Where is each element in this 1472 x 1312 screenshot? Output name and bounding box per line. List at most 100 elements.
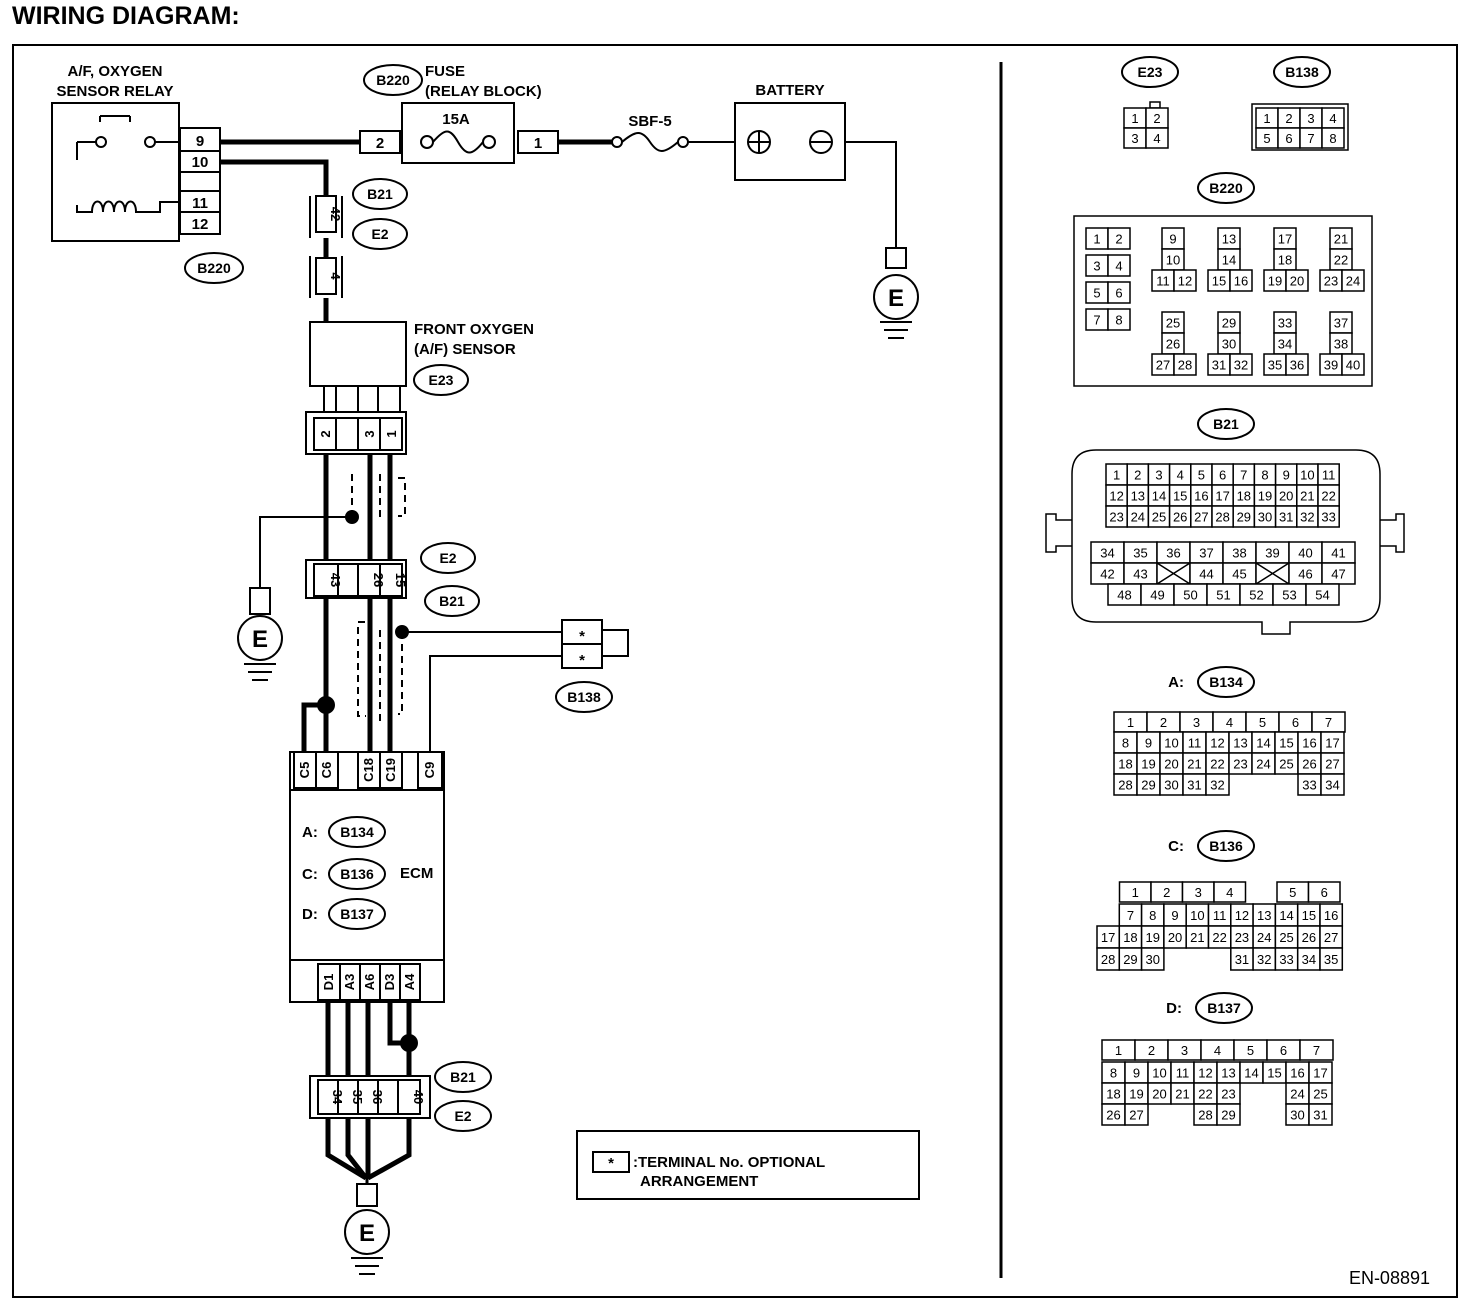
inline-bot-pin-40: 40	[411, 1090, 426, 1104]
view-b134-pin-label: 3	[1193, 715, 1200, 730]
legend-symbol: *	[608, 1155, 614, 1172]
view-b137-pin-label: 20	[1152, 1087, 1166, 1102]
inline-mid-conn2: B21	[439, 593, 465, 609]
relay-label-line1: A/F, OXYGEN	[67, 63, 162, 80]
view-b136-pin-label: 35	[1324, 952, 1338, 967]
view-b136-pin	[1213, 881, 1247, 903]
view-b138-pin-label: 4	[1329, 111, 1336, 126]
view-b220-pin-label: 6	[1115, 286, 1122, 301]
view-b21-pin-label: 7	[1240, 468, 1247, 483]
view-b220-pin-label: 20	[1290, 274, 1304, 289]
view-b137-pin-label: 18	[1106, 1087, 1120, 1102]
view-b137-pin-label: 19	[1129, 1087, 1143, 1102]
view-b21-pin-label: 42	[1100, 567, 1114, 582]
view-b220-pin-label: 13	[1222, 232, 1236, 247]
inline-top-pin-4: 4	[328, 272, 343, 280]
view-b21-pin	[1305, 583, 1340, 606]
view-b134-pin-label: 22	[1210, 757, 1224, 772]
fuse-connector-badge	[363, 64, 423, 96]
view-b220-pin-label: 5	[1093, 286, 1100, 301]
view-b21-pin-label: 22	[1321, 489, 1335, 504]
view-b136-pin-label: 9	[1171, 908, 1178, 923]
view-b220-pin	[1341, 269, 1365, 292]
view-b220-pin-label: 11	[1156, 274, 1170, 289]
relay-connector	[179, 127, 221, 235]
view-b220-pin-label: 35	[1268, 358, 1282, 373]
view-e23-pin-label: 4	[1153, 131, 1160, 146]
view-b220-badge	[1197, 172, 1255, 204]
view-b134-pin-label: 21	[1187, 757, 1201, 772]
ecm-conn-c-prefix: C:	[302, 866, 318, 883]
view-b137-pin-label: 13	[1221, 1066, 1235, 1081]
view-b21-pin-label: 52	[1249, 588, 1263, 603]
fuse-pin-in: 2	[376, 135, 384, 152]
inline-e2-b21-mid: 43 26 15 E2 B21	[305, 542, 480, 617]
relay-body	[51, 102, 180, 242]
view-b137-pin-label: 15	[1267, 1066, 1281, 1081]
view-b220-pin	[1107, 308, 1131, 331]
view-b137-badge	[1195, 992, 1253, 1024]
view-b138-pin-label: 3	[1307, 111, 1314, 126]
fuse-element	[432, 130, 484, 154]
sensor-connector-code: E23	[429, 372, 454, 388]
fuse-label-line1: FUSE	[425, 63, 465, 80]
view-b220-pin	[1341, 353, 1365, 376]
view-b134-pin-label: 32	[1210, 778, 1224, 793]
view-b134-pin-label: 10	[1164, 736, 1178, 751]
view-b21-pin-label: 8	[1261, 468, 1268, 483]
view-b21-pin-label: 30	[1258, 510, 1272, 525]
view-b21-pin-label: 32	[1300, 510, 1314, 525]
view-b21-pin-label: 11	[1322, 468, 1336, 483]
view-b136-pin-label: 7	[1127, 908, 1134, 923]
view-b136-pin-label: 27	[1324, 930, 1338, 945]
view-b21-pin-label: 1	[1113, 468, 1120, 483]
relay-pin-9: 9	[196, 133, 204, 150]
inline-b21-e2-top: 42 4 B21 E2	[309, 178, 408, 322]
view-b21-pin-label: 6	[1219, 468, 1226, 483]
view-b137-code: B137	[1207, 1000, 1241, 1016]
view-b21-pin-label: 5	[1198, 468, 1205, 483]
b138-connector: * * B138	[555, 619, 629, 713]
view-b136-pin-label: 14	[1279, 908, 1293, 923]
view-b220-pin-label: 9	[1169, 232, 1176, 247]
view-b21-pin-label: 54	[1315, 588, 1329, 603]
ecm-pin-c9: C9	[422, 762, 437, 779]
view-b134-pin-label: 12	[1210, 736, 1224, 751]
view-b136-pin-label: 6	[1321, 885, 1328, 900]
view-b21-pin-label: 46	[1298, 567, 1312, 582]
sensor-pin-3: 3	[362, 430, 377, 437]
view-b134-pin-label: 6	[1292, 715, 1299, 730]
view-b138-pin	[1321, 127, 1345, 149]
view-b220-pin	[1107, 227, 1131, 250]
view-b220-pin-label: 12	[1178, 274, 1192, 289]
view-b21-pin-label: 28	[1215, 510, 1229, 525]
view-b220-pin	[1107, 254, 1131, 277]
view-b134-pin-label: 15	[1279, 736, 1293, 751]
ground-shield-label: E	[252, 626, 268, 653]
view-b137-pin-label: 28	[1198, 1108, 1212, 1123]
ecm-pin-d3: D3	[382, 974, 397, 991]
sensor-body	[309, 321, 407, 387]
view-b137-pin-label: 11	[1176, 1066, 1190, 1081]
inline-b21-e2-bottom: 34 35 36 40 B21 E2	[309, 1061, 492, 1132]
view-b220-pin-label: 22	[1334, 253, 1348, 268]
view-e23-pin-label: 2	[1153, 111, 1160, 126]
fuse-body	[401, 102, 515, 164]
ecm-conn-d-prefix: D:	[302, 906, 318, 923]
legend-line2: ARRANGEMENT	[640, 1173, 758, 1190]
view-b137-pin	[1308, 1103, 1333, 1126]
view-b136-pin-label: 8	[1149, 908, 1156, 923]
view-b21-pin-label: 41	[1331, 546, 1345, 561]
view-b21-pin-label: 10	[1300, 468, 1314, 483]
inline-mid-pin-15: 15	[393, 573, 408, 587]
ecm-pin-c6: C6	[319, 762, 334, 779]
view-b138-pin-label: 6	[1285, 131, 1292, 146]
view-b220-pin-label: 33	[1278, 316, 1292, 331]
view-b136-pin-label: 33	[1279, 952, 1293, 967]
ecm-conn-a-code: B134	[340, 824, 374, 840]
view-b220-pin-label: 14	[1222, 253, 1236, 268]
fuse-rating: 15A	[442, 111, 470, 128]
view-b21-pin-label: 47	[1331, 567, 1345, 582]
